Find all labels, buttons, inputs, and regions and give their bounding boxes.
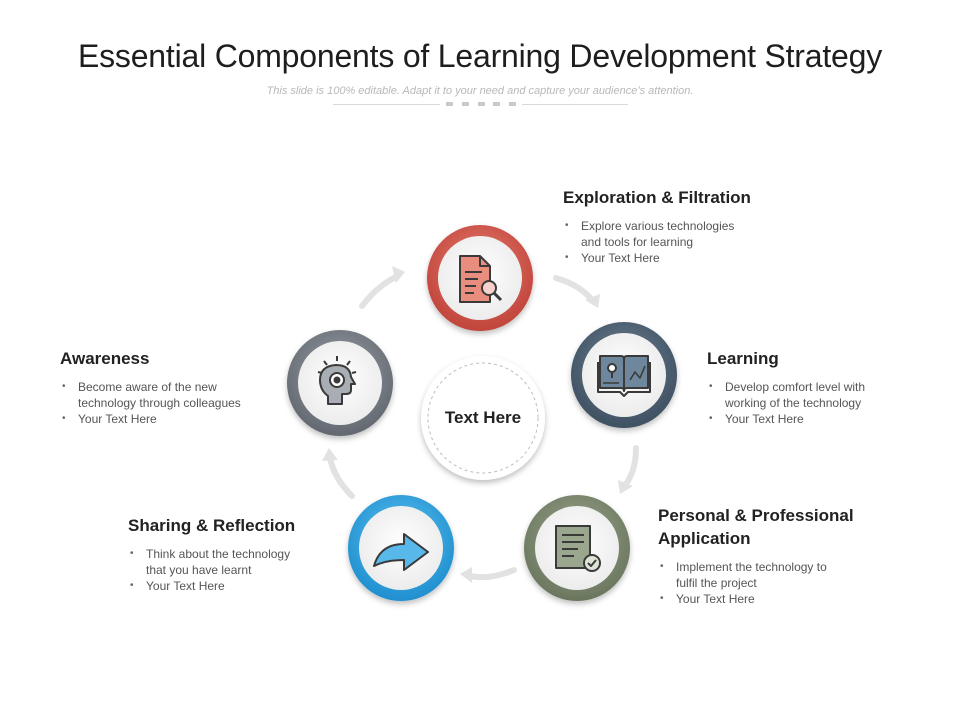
checked-document-icon — [555, 525, 601, 572]
text-block-exploration: Exploration & Filtration Explore various… — [563, 186, 793, 266]
arrow-awareness-to-exploration — [359, 273, 401, 309]
bullet-item: Become aware of the new — [60, 379, 280, 395]
center-circle — [421, 356, 545, 480]
head-idea-icon — [317, 356, 357, 405]
subtitle-divider-left — [333, 104, 440, 105]
bullet-item: Your Text Here — [658, 591, 918, 607]
text-block-learning: Learning Develop comfort level with work… — [707, 347, 927, 427]
arrow-exploration-to-learning — [553, 275, 595, 303]
center-label: Text Here — [444, 408, 522, 427]
bullet-item: Develop comfort level with — [707, 379, 927, 395]
heading-application-line1: Personal & Professional — [658, 506, 854, 525]
open-book-icon — [597, 355, 651, 397]
subtitle-divider-dots — [446, 102, 516, 107]
node-learning — [571, 322, 677, 428]
arrow-application-to-sharing — [467, 567, 517, 581]
bullets-application: Implement the technology to fulfil the p… — [658, 559, 918, 607]
bullet-item: technology through colleagues — [78, 396, 241, 410]
page-subtitle: This slide is 100% editable. Adapt it to… — [266, 85, 694, 97]
page-title: Essential Components of Learning Develop… — [77, 38, 883, 74]
heading-awareness: Awareness — [60, 349, 150, 368]
bullet-item: Your Text Here — [563, 250, 793, 266]
heading-exploration: Exploration & Filtration — [563, 188, 751, 207]
bullet-item: Your Text Here — [128, 578, 338, 594]
bullet-item: Your Text Here — [60, 411, 280, 427]
bullet-item: Think about the technology — [128, 546, 338, 562]
bullet-item: Explore various technologies — [563, 218, 793, 234]
arrow-learning-to-application — [623, 445, 639, 487]
heading-application-line2: Application — [658, 529, 751, 548]
text-block-application: Personal & Professional Application Impl… — [658, 504, 918, 607]
bullet-item: Implement the technology to — [658, 559, 918, 575]
bullet-item: Your Text Here — [707, 411, 927, 427]
arrow-sharing-to-awareness — [327, 455, 355, 499]
bullets-awareness: Become aware of the new technology throu… — [60, 379, 280, 427]
text-block-sharing: Sharing & Reflection Think about the tec… — [128, 514, 338, 594]
text-block-awareness: Awareness Become aware of the new techno… — [60, 347, 280, 427]
bullet-item: and tools for learning — [581, 235, 694, 249]
bullet-item: fulfil the project — [676, 576, 757, 590]
bullets-learning: Develop comfort level with working of th… — [707, 379, 927, 427]
bullets-sharing: Think about the technology that you have… — [128, 546, 338, 594]
subtitle-divider-right — [522, 104, 628, 105]
node-awareness — [287, 330, 393, 436]
heading-learning: Learning — [707, 349, 779, 368]
share-arrow-icon — [373, 533, 429, 571]
connector-arrows — [322, 266, 639, 583]
bullet-item: that you have learnt — [146, 563, 252, 577]
node-application — [524, 495, 630, 601]
heading-sharing: Sharing & Reflection — [128, 516, 296, 535]
document-search-icon — [459, 255, 503, 303]
bullet-item: working of the technology — [725, 396, 862, 410]
node-sharing — [348, 495, 454, 601]
bullets-exploration: Explore various technologies and tools f… — [563, 218, 793, 266]
node-exploration — [427, 225, 533, 331]
